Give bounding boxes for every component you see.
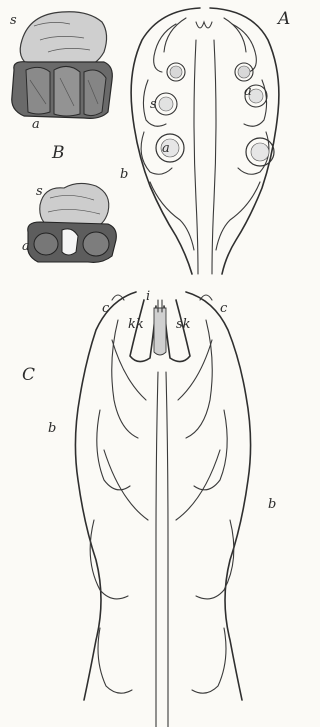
label-s-panel-b-top: s [10, 13, 17, 28]
label-kk: kk [128, 317, 144, 332]
label-i: i [146, 289, 150, 304]
panel-b-specimen-top [12, 12, 113, 119]
label-panel-a: A [276, 9, 290, 29]
panel-c-section [75, 292, 250, 727]
label-s-panel-b-bottom: s [36, 184, 43, 199]
label-b-right: b [268, 497, 276, 512]
label-b-panel-a: b [120, 167, 128, 182]
label-panel-c: C [22, 365, 35, 385]
label-a-panel-b-top: a [32, 117, 40, 132]
label-c-right: c [220, 301, 228, 316]
label-a-upper: a [244, 84, 252, 99]
label-s-panel-a: s [150, 97, 157, 112]
label-sk: sk [176, 317, 191, 332]
label-a-lower: a [162, 141, 170, 156]
panel-a-section [131, 8, 279, 274]
label-a-panel-b-bottom: a [22, 239, 30, 254]
label-c-left: c [102, 301, 110, 316]
label-panel-b: B [51, 143, 65, 163]
label-b-left: b [48, 421, 56, 436]
